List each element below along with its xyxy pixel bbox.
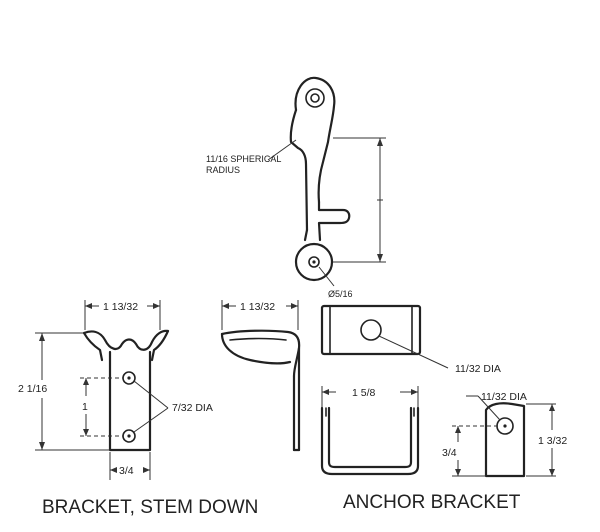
spherical-radius-label-line2: RADIUS: [206, 165, 240, 175]
overall-height-label: 2 1/16: [18, 383, 47, 395]
bracket-side-view: [220, 300, 301, 452]
stem-part-view: [267, 76, 386, 287]
spherical-radius-label-line1: 11/16 SPHERICAL: [206, 154, 281, 164]
anchor-plate-view: [320, 304, 449, 369]
bottom-width-label: 3/4: [119, 465, 134, 477]
caption-anchor-bracket: ANCHOR BRACKET: [343, 492, 521, 513]
front-width-label: 1 13/32: [103, 301, 138, 313]
hole-diameter-label-top: Ø5/16: [328, 289, 353, 299]
anchor-side-hole-label: 11/32 DIA: [481, 391, 527, 403]
anchor-u-view: [320, 386, 420, 476]
hole-spacing-label: 1: [82, 401, 88, 413]
caption-bracket-stem-down: BRACKET, STEM DOWN: [42, 497, 258, 518]
bracket-front-view: [35, 300, 170, 480]
anchor-side-offset-label: 3/4: [442, 447, 457, 459]
anchor-width-label: 1 5/8: [352, 387, 376, 399]
side-width-label: 1 13/32: [240, 301, 275, 313]
bracket-hole-diameter-label: 7/32 DIA: [172, 402, 213, 414]
anchor-top-hole-label: 11/32 DIA: [455, 363, 501, 375]
anchor-side-view: [452, 395, 556, 478]
anchor-side-height-label: 1 3/32: [538, 435, 567, 447]
